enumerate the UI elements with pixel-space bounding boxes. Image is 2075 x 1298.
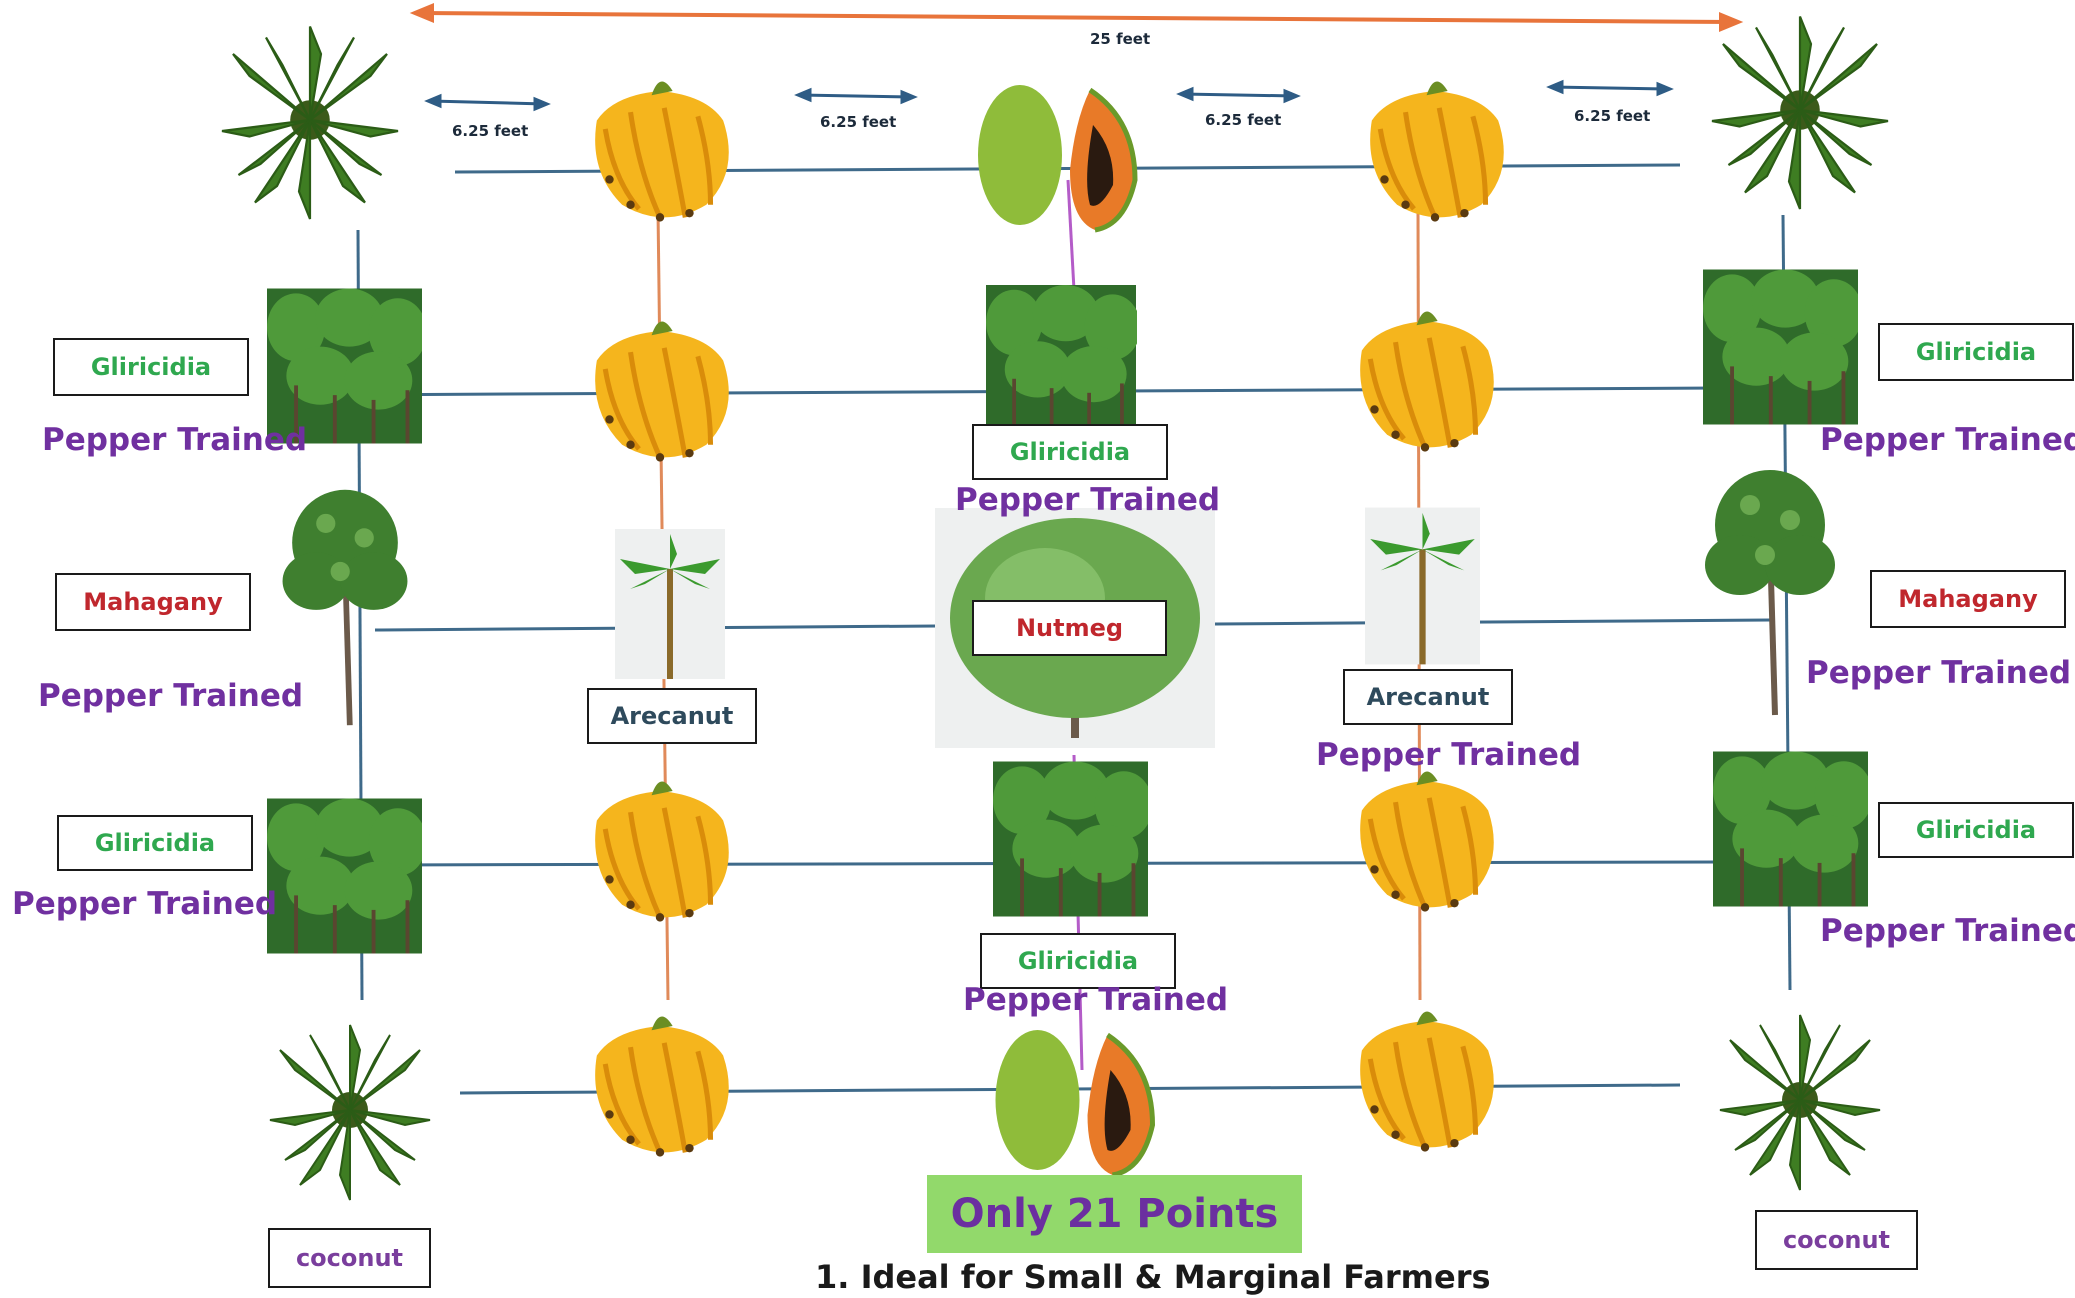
gliricidia-label: Gliricidia (53, 338, 249, 396)
banana-bunch-icon (565, 70, 755, 230)
coconut-palm-icon (1710, 15, 1890, 211)
pepper-trained-label: Pepper Trained (1316, 737, 1582, 773)
pepper-trained-label: Pepper Trained (12, 886, 278, 922)
gliricidia-grove-icon (1713, 750, 1868, 908)
banana-bunch-icon (1330, 300, 1520, 460)
points-highlight: Only 21 Points (927, 1175, 1302, 1253)
gliricidia-grove-icon (985, 285, 1137, 435)
gliricidia-grove-icon (267, 797, 422, 955)
arecanut-palm-icon (615, 518, 725, 690)
pepper-trained-label: Pepper Trained (42, 422, 308, 458)
coconut-palm-icon (269, 1024, 431, 1201)
nutmeg-label: Nutmeg (972, 600, 1167, 656)
spacing-label: 6.25 feet (452, 122, 529, 140)
arecanut-label: Arecanut (1343, 669, 1513, 725)
spacing-label: 6.25 feet (1574, 107, 1651, 125)
banana-bunch-icon (1340, 70, 1530, 230)
banana-bunch-icon (1330, 1000, 1520, 1160)
gliricidia-label: Gliricidia (980, 933, 1176, 989)
coconut-label: coconut (1755, 1210, 1918, 1270)
pepper-trained-label: Pepper Trained (1820, 913, 2075, 949)
mahagany-label: Mahagany (1870, 570, 2066, 628)
pepper-trained-label: Pepper Trained (955, 482, 1221, 518)
pepper-trained-label: Pepper Trained (38, 678, 304, 714)
banana-bunch-icon (565, 310, 755, 470)
mahagany-label: Mahagany (55, 573, 251, 631)
spacing-label: 6.25 feet (820, 113, 897, 131)
gliricidia-label: Gliricidia (57, 815, 253, 871)
coconut-palm-icon (220, 25, 400, 221)
papaya-icon (975, 1025, 1180, 1180)
banana-bunch-icon (565, 1005, 755, 1165)
coconut-label: coconut (268, 1228, 431, 1288)
coconut-palm-icon (1719, 1014, 1881, 1191)
gliricidia-label: Gliricidia (1878, 802, 2074, 858)
papaya-icon (960, 80, 1160, 235)
banana-bunch-icon (565, 770, 755, 930)
gliricidia-grove-icon (1703, 268, 1858, 426)
arecanut-label: Arecanut (587, 688, 757, 744)
pepper-trained-label: Pepper Trained (963, 982, 1229, 1018)
pepper-trained-label: Pepper Trained (1820, 422, 2075, 458)
footer-point: 1. Ideal for Small & Marginal Farmers (815, 1258, 1491, 1296)
total-width-label: 25 feet (1090, 30, 1151, 48)
gliricidia-label: Gliricidia (1878, 323, 2074, 381)
pepper-trained-label: Pepper Trained (1806, 655, 2072, 691)
banana-bunch-icon (1330, 760, 1520, 920)
gliricidia-grove-icon (993, 760, 1148, 918)
gliricidia-label: Gliricidia (972, 424, 1168, 480)
arecanut-palm-icon (1365, 500, 1480, 672)
spacing-label: 6.25 feet (1205, 111, 1282, 129)
